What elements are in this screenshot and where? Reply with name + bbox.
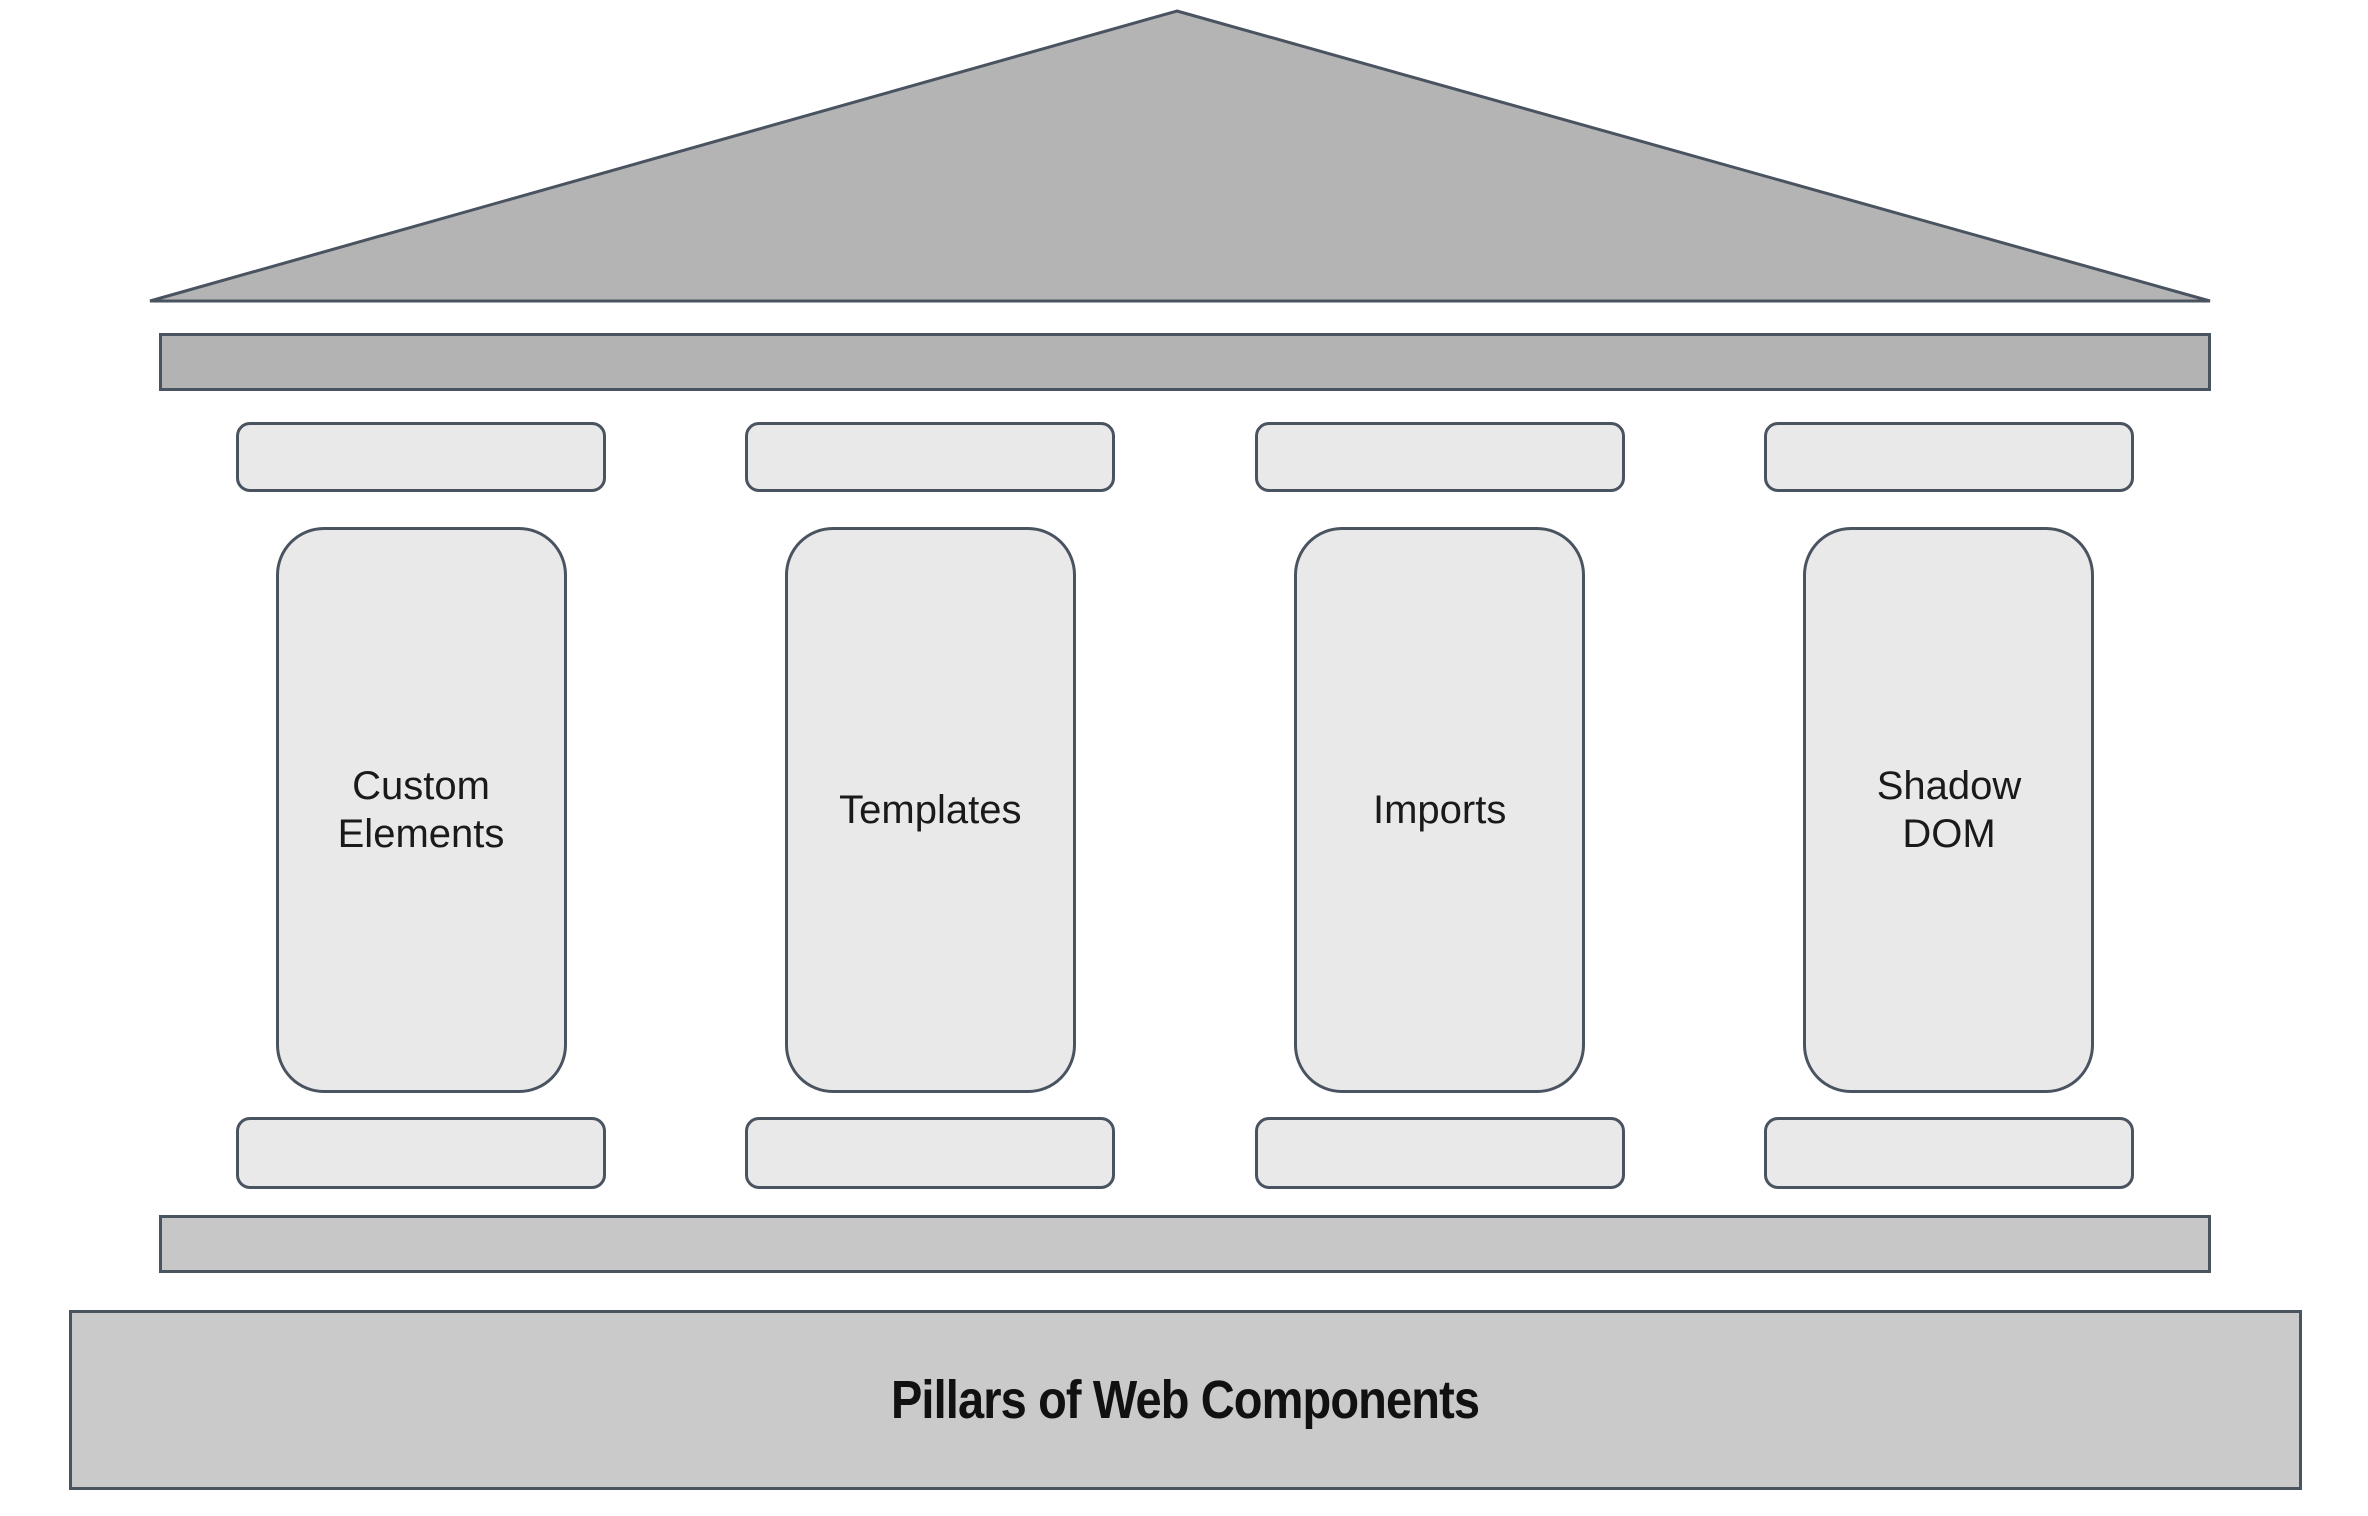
pillar-label: Templates	[839, 788, 1022, 832]
column-base	[1254, 1117, 1625, 1189]
column-shadow-dom: Shadow DOM	[1763, 422, 2134, 1190]
pillar-imports: Imports	[1294, 527, 1586, 1093]
pillar-label: Custom Elements	[337, 764, 505, 856]
column-capital	[1763, 422, 2134, 492]
column-capital	[745, 422, 1116, 492]
diagram-title: Pillars of Web Components	[891, 1370, 1480, 1430]
pillar-custom-elements: Custom Elements	[275, 527, 567, 1093]
architrave-beam	[159, 333, 2211, 391]
column-custom-elements: Custom Elements	[236, 422, 606, 1190]
pillar-templates: Templates	[784, 527, 1076, 1093]
column-imports: Imports	[1254, 422, 1625, 1190]
stylobate-beam	[159, 1215, 2211, 1273]
pillar-label: Shadow DOM	[1876, 764, 2022, 856]
column-base	[745, 1117, 1116, 1189]
column-templates: Templates	[745, 422, 1116, 1190]
foundation-plinth: Pillars of Web Components	[69, 1310, 2302, 1490]
column-capital	[236, 422, 606, 492]
colonnade: Custom Elements Templates Imports Shadow…	[159, 422, 2211, 1190]
pediment-triangle	[149, 9, 2211, 303]
column-capital	[1254, 422, 1625, 492]
column-base	[1763, 1117, 2134, 1189]
pillar-shadow-dom: Shadow DOM	[1803, 527, 2095, 1093]
pillar-label: Imports	[1372, 788, 1507, 832]
pediment-roof	[149, 9, 2211, 303]
column-base	[236, 1117, 606, 1189]
